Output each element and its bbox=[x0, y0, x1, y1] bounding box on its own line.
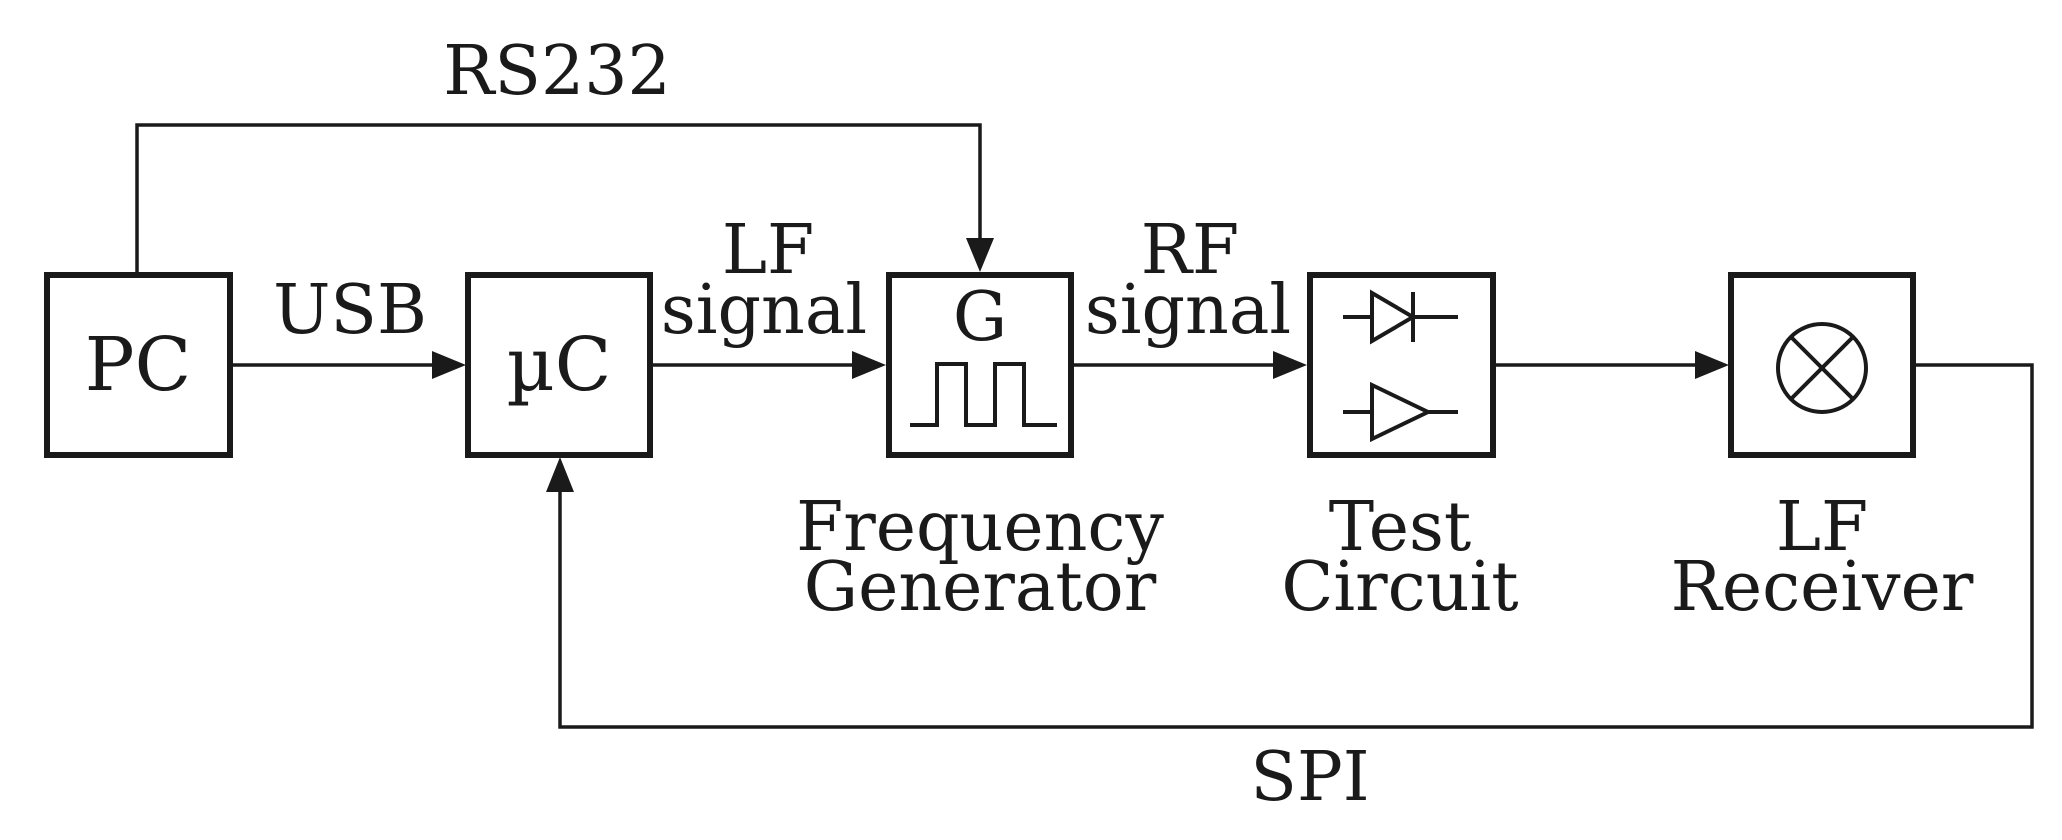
lf-receiver-caption-line2: Receiver bbox=[1671, 548, 1974, 627]
circle-cross-icon bbox=[1776, 322, 1868, 414]
test-circuit-block bbox=[1307, 272, 1496, 458]
generator-symbol-letter: G bbox=[953, 278, 1007, 357]
uc-block bbox=[465, 272, 653, 458]
test-circuit-caption-line2: Circuit bbox=[1281, 548, 1518, 627]
spi-wire bbox=[558, 363, 2034, 729]
generator-caption-line1: Frequency bbox=[796, 488, 1164, 567]
diode-icon bbox=[1343, 289, 1458, 345]
amplifier-icon bbox=[1343, 381, 1458, 443]
lf-receiver-caption-line1: LF bbox=[1776, 488, 1868, 567]
square-wave-icon bbox=[910, 362, 1057, 427]
usb-arrowhead bbox=[432, 351, 466, 379]
test-to-receiver-arrowhead bbox=[1695, 351, 1729, 379]
rf-signal-arrowhead bbox=[1273, 351, 1307, 379]
rf-signal-label-line1: RF bbox=[1141, 211, 1239, 290]
lf-signal-label-line2: signal bbox=[661, 271, 867, 350]
rs232-arrowhead bbox=[966, 238, 994, 272]
pc-block bbox=[44, 272, 233, 458]
rs232-wire bbox=[135, 123, 982, 275]
test-circuit-caption-line1: Test bbox=[1329, 488, 1472, 567]
usb-label: USB bbox=[273, 271, 427, 350]
pc-label: PC bbox=[85, 322, 191, 408]
rs232-label: RS232 bbox=[443, 32, 671, 111]
rf-signal-label-line2: signal bbox=[1085, 271, 1291, 350]
generator-caption-line2: Generator bbox=[804, 548, 1157, 627]
uc-label: µC bbox=[507, 322, 612, 408]
lf-receiver-block bbox=[1728, 272, 1916, 458]
lf-signal-arrowhead bbox=[852, 351, 886, 379]
lf-signal-label-line1: LF bbox=[722, 211, 814, 290]
spi-label: SPI bbox=[1250, 738, 1369, 817]
spi-arrowhead bbox=[546, 457, 574, 492]
